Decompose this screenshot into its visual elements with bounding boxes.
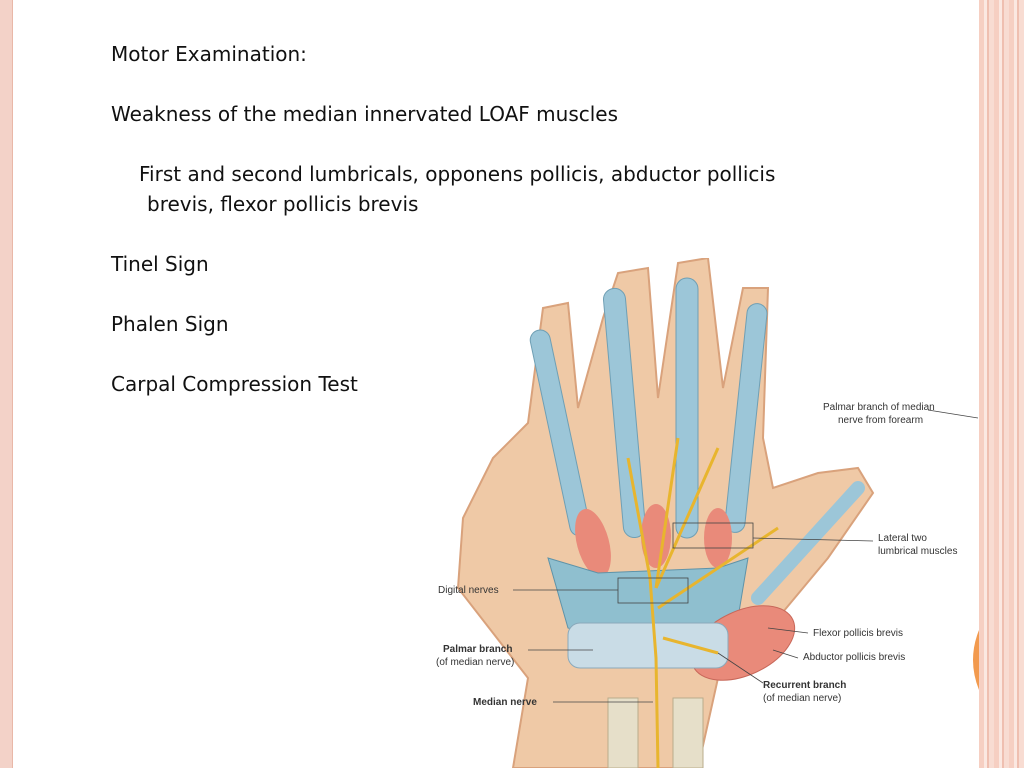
bullet-carpal-compression: Carpal Compression Test — [111, 372, 358, 396]
label-palmar-branch: Palmar branch — [443, 644, 512, 655]
bullet-muscles-line1: First and second lumbricals, opponens po… — [139, 162, 775, 186]
label-palmar-branch-forearm-sub: nerve from forearm — [838, 415, 923, 426]
bullet-phalen-sign: Phalen Sign — [111, 312, 229, 336]
right-border-stripes — [979, 0, 1024, 768]
bullet-loaf-weakness: Weakness of the median innervated LOAF m… — [111, 102, 618, 126]
bullet-tinel-sign: Tinel Sign — [111, 252, 209, 276]
label-lateral-lumbricals-sub: lumbrical muscles — [878, 546, 957, 557]
label-digital-nerves: Digital nerves — [438, 585, 499, 596]
bullet-muscles-line2: brevis, flexor pollicis brevis — [147, 192, 418, 216]
label-median-nerve: Median nerve — [473, 697, 537, 708]
label-palmar-branch-sub: (of median nerve) — [436, 657, 514, 668]
label-abductor-pollicis-brevis: Abductor pollicis brevis — [803, 652, 905, 663]
label-palmar-branch-forearm: Palmar branch of median — [823, 402, 935, 413]
hand-anatomy-illustration: Palmar branch of median nerve from forea… — [418, 258, 978, 768]
label-recurrent-branch: Recurrent branch — [763, 680, 846, 691]
label-lateral-lumbricals: Lateral two — [878, 533, 927, 544]
slide-canvas: Motor Examination: Weakness of the media… — [12, 0, 980, 768]
label-recurrent-branch-sub: (of median nerve) — [763, 693, 841, 704]
label-flexor-pollicis-brevis: Flexor pollicis brevis — [813, 628, 903, 639]
slide-heading: Motor Examination: — [111, 42, 307, 66]
edge-decoration — [967, 630, 979, 690]
